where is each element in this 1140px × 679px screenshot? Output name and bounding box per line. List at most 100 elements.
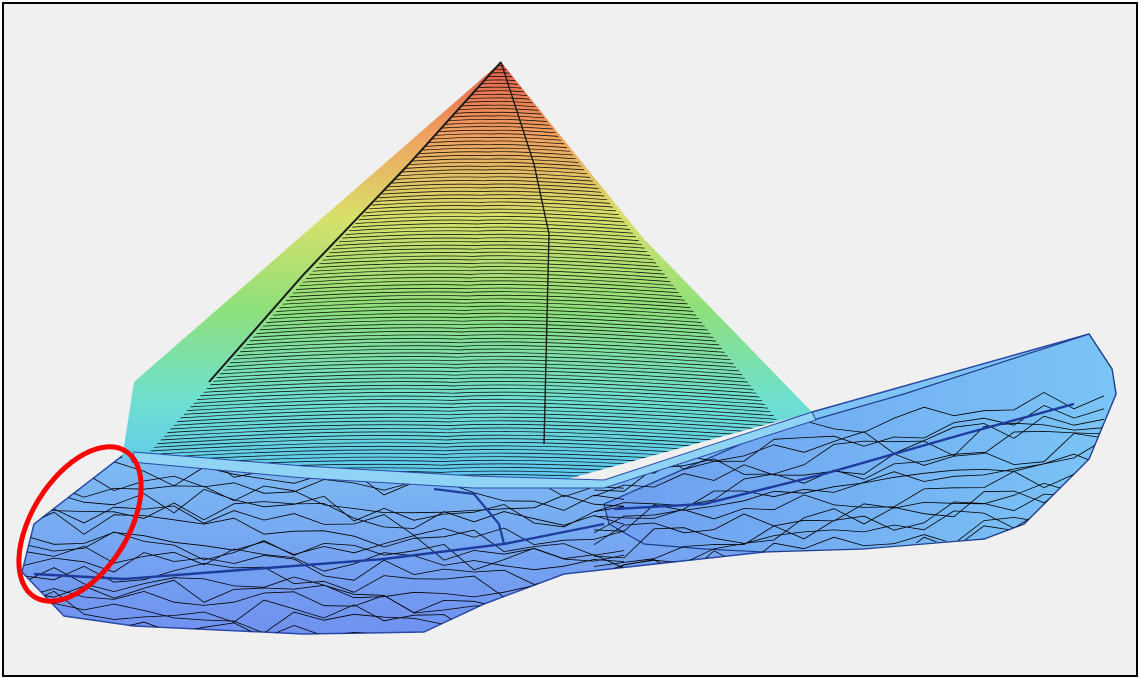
peak-contour-line (206, 380, 757, 394)
peak-contour-line (302, 276, 674, 286)
highlight-ellipse (16, 444, 144, 604)
peak-contour-line (246, 337, 723, 349)
peak-ridge-left (208, 61, 502, 383)
terrain-contour-line (23, 531, 625, 562)
peak-contour-line (484, 79, 516, 81)
peak-contour-line (299, 280, 677, 290)
peak-contour-line (200, 388, 763, 402)
peak-contour-line (249, 334, 720, 346)
terrain-contour-line (23, 531, 625, 571)
peak-contour-line (411, 158, 579, 163)
peak-contour-line (276, 305, 697, 316)
peak-contour-line (296, 284, 679, 294)
peak-contour-line (173, 416, 786, 431)
peak-contour-line (398, 172, 591, 178)
peak-contour-line (157, 434, 800, 450)
terrain-contour-line (23, 511, 625, 556)
peak-contour-line (375, 197, 611, 204)
terrain-contour-line (23, 545, 625, 572)
peak-contour-line (434, 133, 559, 137)
peak-contour-line (213, 373, 751, 387)
peak-contour-line (196, 391, 766, 405)
peak-contour-line (193, 395, 768, 409)
peak-contour-line (471, 93, 527, 96)
peak-contour-line (355, 219, 628, 227)
terrain-contour-line (593, 422, 1105, 492)
peak-contour-line (329, 248, 651, 256)
peak-contour-line (239, 345, 728, 357)
peak-contour-line (418, 151, 573, 156)
peak-contour-line (315, 262, 662, 271)
peak-contour-line (269, 312, 702, 323)
peak-contour-line (381, 190, 605, 197)
peak-contour-line (464, 101, 533, 104)
peak-contour-line (358, 215, 625, 223)
peak-contour-line (233, 352, 734, 364)
peak-ridge-right (500, 61, 550, 445)
terrain-contour-line (593, 462, 1105, 534)
terrain-contour-line (593, 430, 1105, 497)
peak-contour-line (391, 180, 596, 186)
peak-contour-line (461, 104, 536, 108)
peak-contour-line (263, 319, 708, 331)
peak-contour-line (431, 136, 562, 141)
terrain-contour-line (593, 477, 1105, 559)
peak-contour-line (362, 212, 622, 219)
terrain-contour-line (593, 453, 1105, 532)
terrain-contour-line (593, 553, 1105, 627)
peak-contour-line (348, 226, 634, 234)
peak-contour-line (210, 377, 754, 390)
terrain-crease-3 (433, 487, 506, 545)
peak-contour-line (401, 169, 588, 175)
peak-contour-line (415, 154, 576, 160)
peak-contour-line (339, 237, 642, 245)
terrain-contour-line (23, 552, 625, 586)
peak-contour-line (229, 355, 737, 368)
peak-contour-line (474, 90, 525, 93)
peak-contour-line (183, 406, 777, 420)
peak-contour-line (487, 76, 513, 78)
peak-contour-line (332, 244, 648, 253)
terrain-crease-1 (33, 522, 605, 581)
peak-contour-line (405, 165, 585, 171)
peak-contour-line (220, 366, 745, 379)
peak-contour-line (190, 398, 771, 413)
peak-contour-line (305, 273, 671, 282)
peak-contour-line (203, 384, 760, 398)
peak-contour-line (312, 266, 665, 275)
terrain-crease-2 (613, 402, 1075, 511)
peak-contour-line (223, 363, 743, 375)
peak-contour-line (289, 291, 685, 301)
peak-contour-line (454, 111, 542, 115)
peak-contour-line (481, 83, 519, 85)
peak-contour-line (236, 348, 731, 361)
peak-contour-line (253, 330, 717, 342)
peak-contour-line (147, 445, 809, 461)
terrain-contour-line (593, 493, 1105, 567)
peak-contour-line (448, 119, 547, 122)
peak-contour-line (180, 409, 780, 424)
peak-contour-line (457, 108, 539, 111)
peak-contour-line (167, 424, 791, 439)
peak-contour-line (378, 194, 608, 201)
peak-contour-line (170, 420, 789, 435)
peak-contour-line (160, 431, 797, 446)
peak-contours (122, 65, 812, 482)
peak-contour-line (322, 255, 657, 264)
peak-contour-line (282, 298, 691, 308)
peak-contour-line (467, 97, 530, 100)
surface-scene (16, 61, 1117, 635)
terrace-band (131, 411, 817, 489)
peak-contour-line (153, 438, 803, 454)
peak-contour-line (424, 144, 568, 148)
peak-contour-line (352, 223, 631, 230)
peak-contour-line (395, 176, 593, 182)
peak-contour-line (272, 309, 700, 320)
peak-contour-line (292, 287, 682, 297)
peak-contour-line (441, 126, 553, 130)
peak-contour-line (226, 359, 740, 372)
peak-contour-line (319, 258, 659, 268)
peak-contour-line (438, 129, 556, 134)
